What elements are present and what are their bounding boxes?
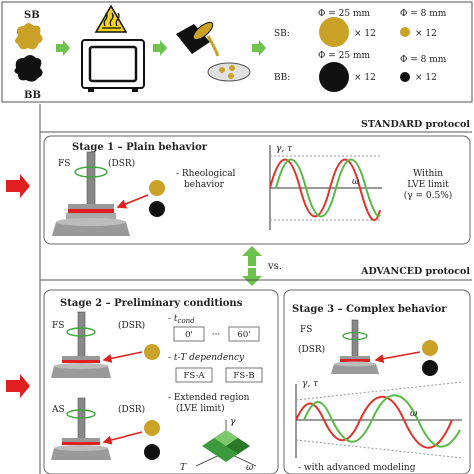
sb-phi-small: Φ = 8 mm xyxy=(400,9,447,19)
tcond-box-0 xyxy=(173,326,205,342)
stage1-sb-sample xyxy=(149,180,165,196)
stage1-red-pointer xyxy=(116,194,149,209)
stage2-title: Stage 2 – Preliminary conditions xyxy=(60,298,243,309)
stage3-bb-sample xyxy=(422,360,438,376)
sb-phi-large: Φ = 25 mm xyxy=(318,9,370,19)
bb-phi-large: Φ = 25 mm xyxy=(318,51,370,61)
fsb-box xyxy=(225,367,263,383)
stage3-sb-sample xyxy=(422,340,438,356)
stage2-dsr-label-2: (DSR) xyxy=(118,404,145,415)
stage1-green-curve xyxy=(275,158,381,218)
top-panel xyxy=(1,1,473,103)
red-arrow-standard xyxy=(6,174,30,198)
stage3-red-curve xyxy=(295,395,453,449)
fsa-label: FS-A xyxy=(183,371,205,381)
heat-warning-icon xyxy=(94,4,128,33)
stage1-dsr-label: (DSR) xyxy=(108,158,135,169)
dsr-rheometer-stage3 xyxy=(331,319,379,374)
bb-mult-large: × 12 xyxy=(354,73,376,83)
stage1-axis-y: γ, τ xyxy=(276,144,293,154)
stage1-red-curve xyxy=(269,158,381,222)
stage1-chart xyxy=(269,145,382,230)
bb-disk-small xyxy=(400,72,410,82)
bb-prefix: BB: xyxy=(274,73,290,83)
bb-mult-small: × 12 xyxy=(415,73,437,83)
tcond-dots: ··· xyxy=(212,330,221,340)
stage2-red-pointer-2 xyxy=(102,431,143,445)
surface-T: T xyxy=(180,463,187,473)
within-3: (γ = 0.5%) xyxy=(404,190,453,201)
vs-label: vs. xyxy=(267,261,282,272)
stage1-fs-label: FS xyxy=(58,159,70,169)
bb-blob xyxy=(14,55,43,82)
stage1-title: Stage 1 – Plain behavior xyxy=(72,142,208,153)
within-2: LVE limit xyxy=(407,180,449,190)
surface-gamma: γ xyxy=(230,417,236,427)
stage3-panel xyxy=(283,289,471,474)
extended-region-2: (LVE limit) xyxy=(176,403,225,414)
stage3-note: - with advanced modeling xyxy=(298,463,416,473)
stage2-panel xyxy=(43,289,279,474)
stage2-sb-sample-2 xyxy=(144,420,160,436)
stage3-green-curve xyxy=(303,394,461,448)
bb-disk-large xyxy=(319,62,349,92)
stage2-fs-label: FS xyxy=(52,321,64,331)
stage1-axis-x: ω xyxy=(352,177,360,187)
bb-phi-small: Φ = 8 mm xyxy=(400,55,447,65)
dsr-rheometer-stage1 xyxy=(52,151,130,236)
sb-label: SB xyxy=(24,10,40,21)
stage2-red-pointer-1 xyxy=(102,351,143,363)
sb-mult-small: × 12 xyxy=(415,29,437,39)
sample-mould-icon xyxy=(207,62,251,82)
stage3-chart xyxy=(295,381,463,459)
pouring-bucket-icon xyxy=(176,21,220,57)
stage2-sb-sample xyxy=(144,344,160,360)
stage3-dsr-label: (DSR) xyxy=(298,344,325,355)
surface-omega: ω xyxy=(246,463,254,473)
stage3-title: Stage 3 – Complex behavior xyxy=(292,304,447,315)
stage3-fs-label: FS xyxy=(300,325,312,335)
stage1-bb-sample xyxy=(149,201,165,217)
red-arrow-advanced xyxy=(6,374,30,398)
fsa-box xyxy=(175,367,213,383)
oven-icon xyxy=(81,39,145,92)
sb-disk-small xyxy=(400,27,410,37)
tcond-label: - tcond xyxy=(168,314,195,325)
bb-label: BB xyxy=(24,90,41,101)
sb-prefix: SB: xyxy=(274,29,290,39)
dsr-rheometer-stage2-fs xyxy=(51,311,111,378)
stage2-as-label: AS xyxy=(51,405,65,415)
dsr-rheometer-stage2-as xyxy=(51,397,111,460)
sb-blob xyxy=(15,23,43,50)
sb-disk-large xyxy=(319,17,349,47)
tt-dependency: - t-T dependency xyxy=(168,353,245,363)
arrow-right-1 xyxy=(56,40,70,56)
stage3-axis-x: ω xyxy=(410,409,418,419)
stage3-axis-y: γ, τ xyxy=(302,379,319,389)
fsb-label: FS-B xyxy=(233,371,254,381)
stage3-red-pointer xyxy=(374,351,421,364)
tcond-box-0-label: 0' xyxy=(185,330,193,340)
lve-surface-plot xyxy=(195,420,257,467)
vs-double-arrow xyxy=(242,246,262,286)
tcond-box-60-label: 60' xyxy=(237,330,250,340)
stage2-dsr-label-1: (DSR) xyxy=(118,320,145,331)
tcond-box-60 xyxy=(228,326,260,342)
stage1-bullet-2: behavior xyxy=(184,180,225,190)
standard-header: STANDARD protocol xyxy=(361,119,470,130)
extended-region-1: - Extended region xyxy=(168,393,250,403)
stage1-bullet-1: - Rheological xyxy=(176,169,236,179)
sb-mult-large: × 12 xyxy=(354,29,376,39)
arrow-right-3 xyxy=(252,40,266,56)
stage2-bb-sample xyxy=(144,444,160,460)
stage1-panel xyxy=(43,135,471,245)
advanced-header: ADVANCED protocol xyxy=(360,266,470,277)
arrow-right-2 xyxy=(153,40,167,56)
within-1: Within xyxy=(413,169,443,179)
